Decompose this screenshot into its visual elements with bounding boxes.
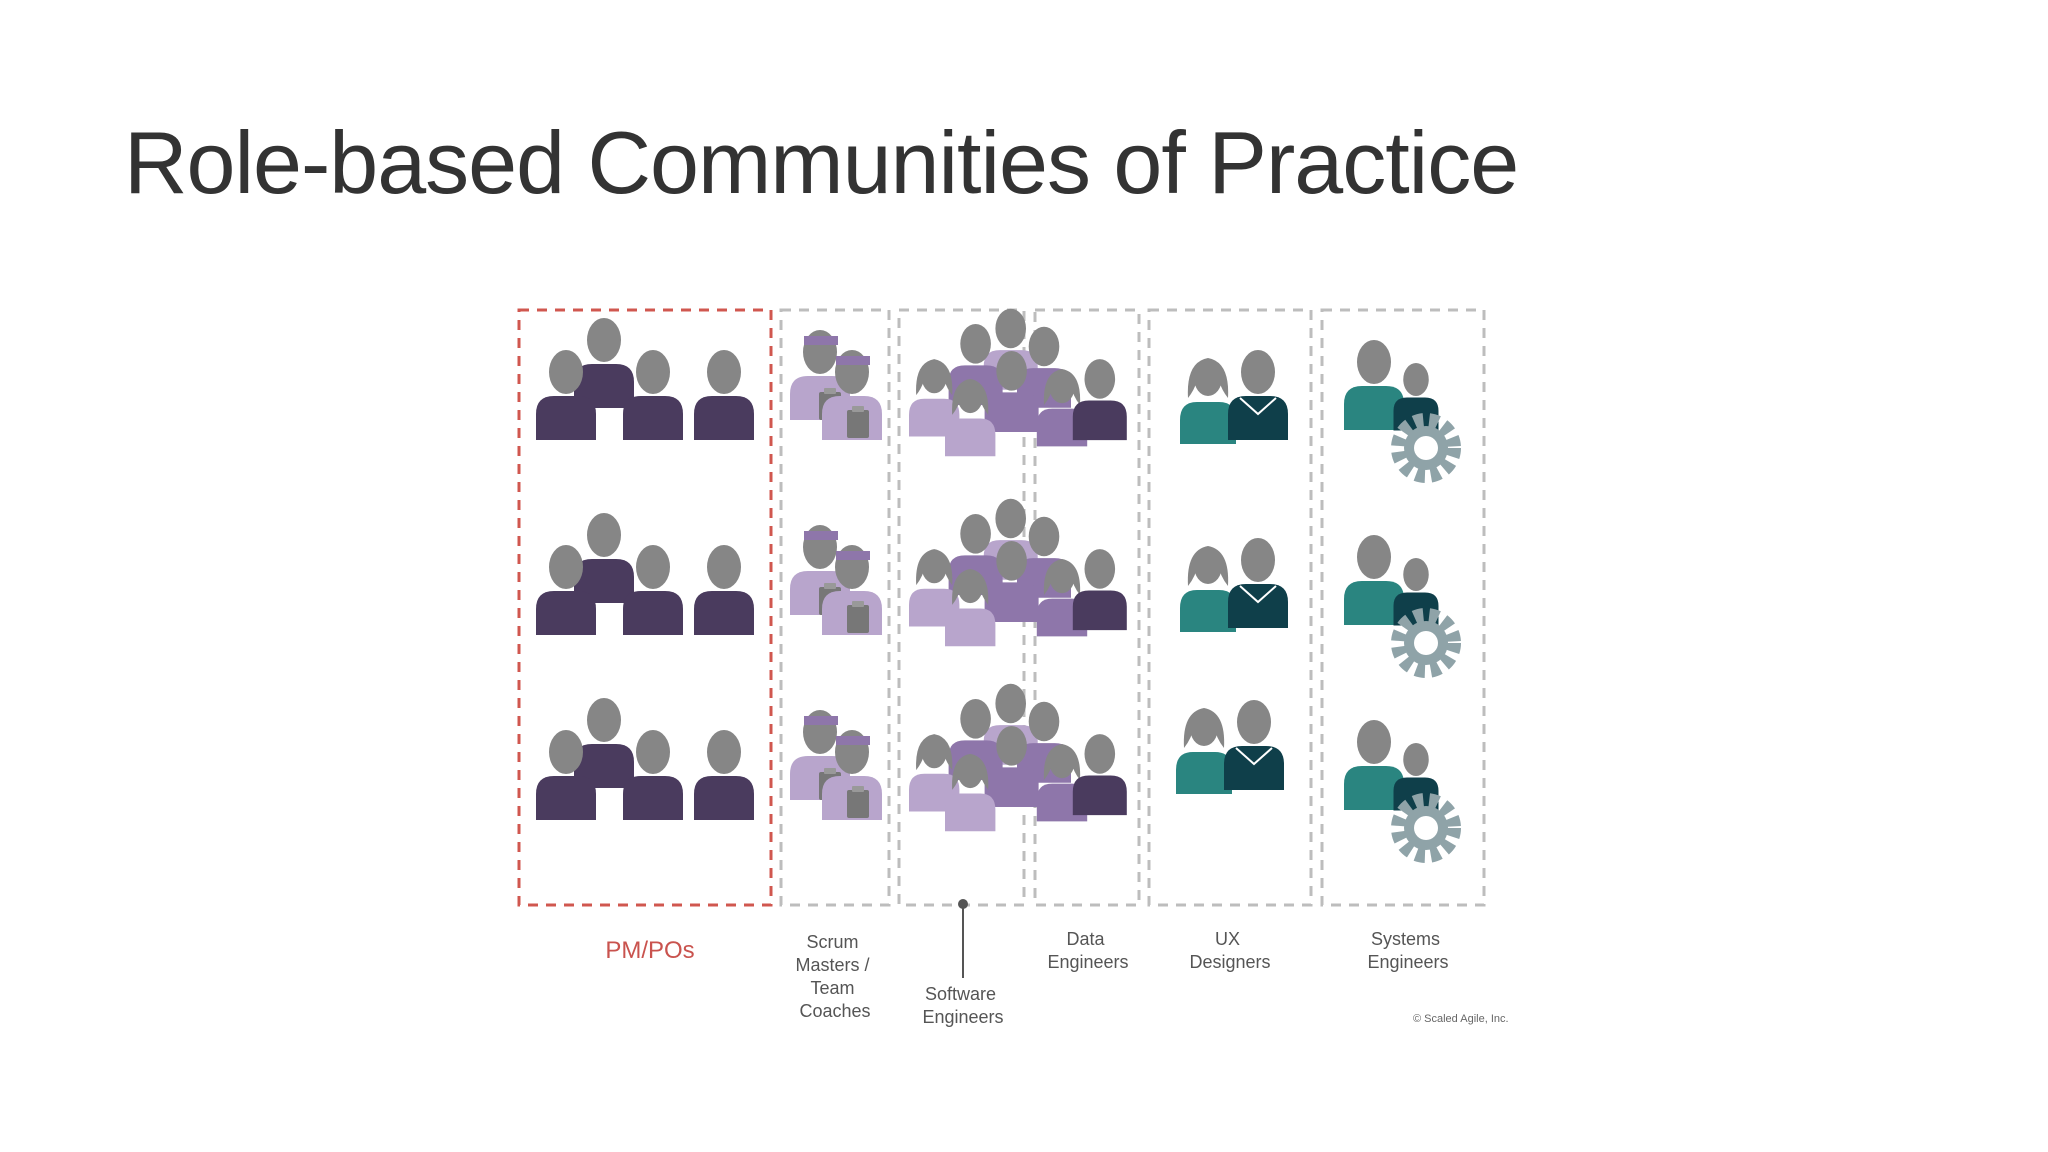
ux-designer-pair-icon — [1180, 538, 1288, 632]
copyright-notice: © Scaled Agile, Inc. — [1413, 1013, 1509, 1025]
systems-engineers-label: Systems Engineers — [1367, 929, 1448, 972]
scrum-master-icon — [790, 525, 882, 635]
scrum-masters-label: Scrum Masters / Team Coaches — [795, 932, 874, 1021]
software-engineers-callout-dot — [958, 899, 968, 909]
data-engineers-label: Data Engineers — [1047, 929, 1128, 972]
column-labels: PM/POs Scrum Masters / Team Coaches Soft… — [605, 929, 1508, 1027]
engineer-crowds — [909, 308, 1127, 832]
pm-po-group-icon — [536, 698, 754, 820]
ux-designer-groups — [1176, 350, 1288, 794]
ux-column-border — [1147, 308, 1313, 907]
software-engineer-group-icon — [909, 683, 1127, 832]
pm-po-group-icon — [536, 318, 754, 440]
ux-designers-label: UX Designers — [1189, 929, 1270, 972]
systems-engineer-gear-icon — [1344, 720, 1454, 856]
systems-engineer-groups — [1344, 340, 1454, 856]
pm-po-group-icon — [536, 513, 754, 635]
systems-engineer-gear-icon — [1344, 535, 1454, 671]
ux-designer-pair-icon — [1176, 700, 1284, 794]
pm-po-column-border — [517, 308, 773, 907]
pm-po-groups — [536, 318, 754, 820]
scrum-master-groups — [790, 330, 882, 820]
software-engineer-group-icon — [909, 308, 1127, 457]
systems-engineer-gear-icon — [1344, 340, 1454, 476]
systems-column-border — [1320, 308, 1486, 907]
pm-po-label: PM/POs — [605, 937, 694, 964]
scrum-master-icon — [790, 710, 882, 820]
scrum-column-border — [779, 308, 891, 907]
software-engineer-group-icon — [909, 498, 1127, 647]
software-engineers-label: Software Engineers — [922, 984, 1003, 1027]
slide-title: Role-based Communities of Practice — [124, 113, 1519, 212]
ux-designer-pair-icon — [1180, 350, 1288, 444]
scrum-master-icon — [790, 330, 882, 440]
